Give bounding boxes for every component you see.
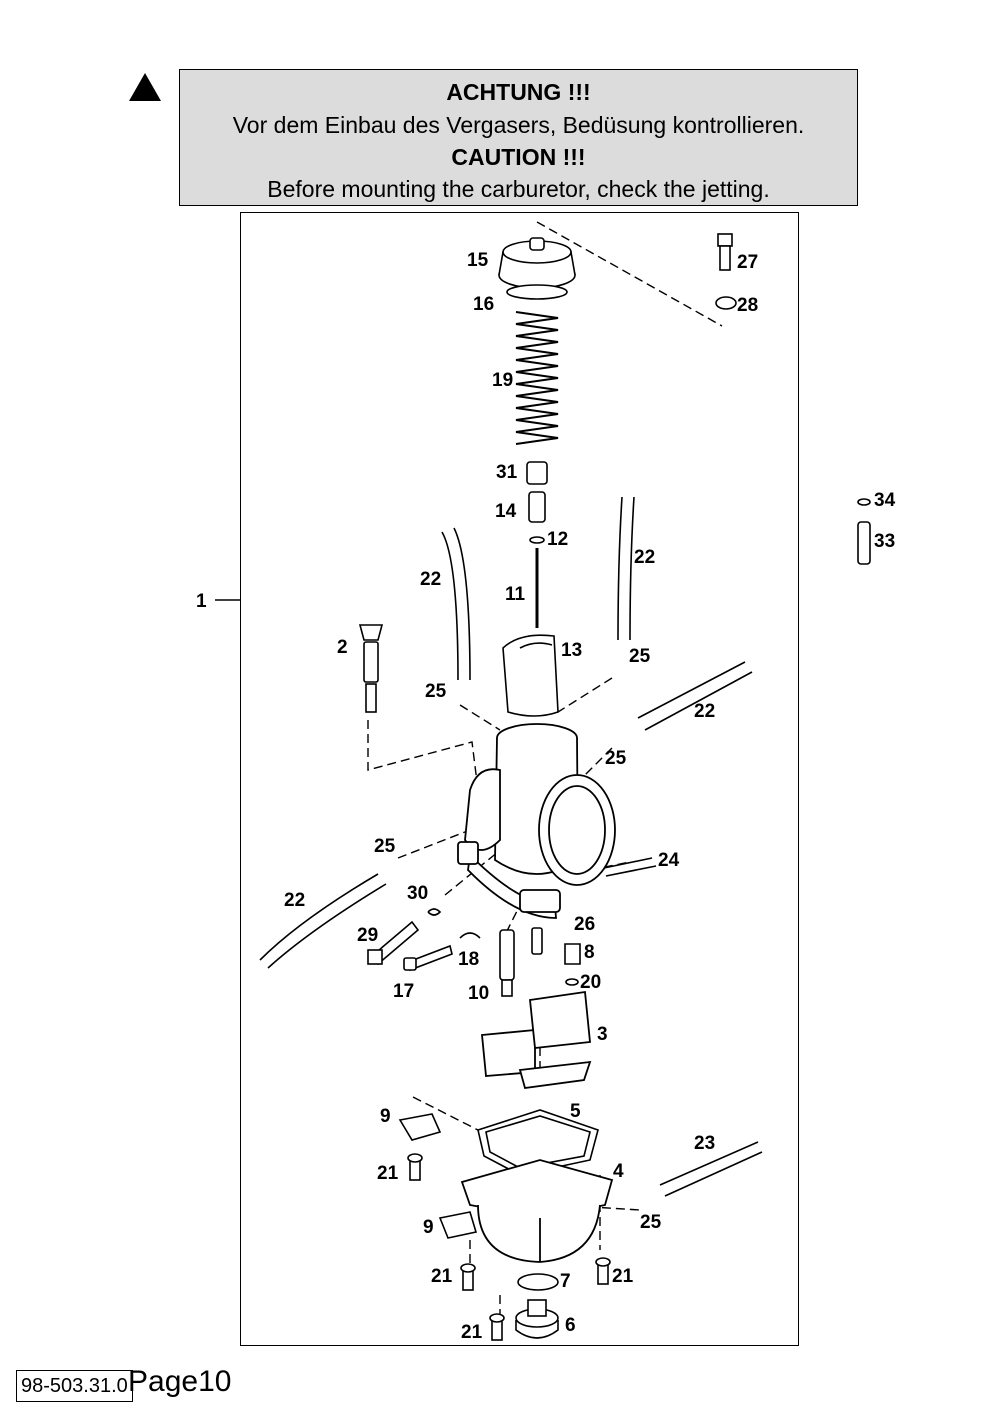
float-bowl: [460, 1159, 614, 1263]
callout-1: 1: [196, 591, 207, 612]
warning-text-en: Before mounting the carburetor, check th…: [267, 176, 770, 202]
callout-21a: 21: [377, 1163, 399, 1184]
callout-10: 10: [468, 983, 489, 1004]
document-code: 98-503.31.0: [16, 1370, 133, 1402]
callout-24: 24: [658, 850, 680, 871]
jets-and-screws: [367, 908, 581, 997]
callout-25e: 25: [640, 1212, 662, 1233]
callout-12: 12: [547, 529, 568, 550]
top-screw-and-spares: [715, 233, 871, 565]
callout-27: 27: [737, 252, 758, 273]
callout-25d: 25: [374, 836, 396, 857]
float: [481, 990, 592, 1089]
idle-screw: [358, 624, 384, 713]
caution-notice-box: ACHTUNG !!! Vor dem Einbau des Vergasers…: [179, 69, 858, 206]
vent-hoses: [259, 496, 763, 1197]
callout-8: 8: [584, 942, 595, 963]
warning-heading-en: CAUTION !!!: [451, 144, 586, 170]
callout-22a: 22: [420, 569, 441, 590]
callout-21b: 21: [431, 1266, 453, 1287]
warning-triangle-icon: [129, 73, 161, 101]
callout-25b: 25: [425, 681, 447, 702]
callout-5: 5: [570, 1101, 581, 1122]
callout-16: 16: [473, 294, 494, 315]
callout-21c: 21: [612, 1266, 634, 1287]
callout-14: 14: [495, 501, 517, 522]
callout-13: 13: [561, 640, 582, 661]
diagram-frame: [240, 212, 799, 1346]
callout-23: 23: [694, 1133, 715, 1154]
callout-19: 19: [492, 370, 513, 391]
callout-31: 31: [496, 462, 518, 483]
callout-34: 34: [874, 490, 896, 511]
callout-33: 33: [874, 531, 895, 552]
callout-22b: 22: [634, 547, 655, 568]
page-number: Page10: [128, 1365, 232, 1398]
needle-holder-parts: [526, 461, 548, 544]
callout-11: 11: [505, 584, 526, 605]
drain-plug-and-screws: [407, 1153, 611, 1341]
callout-29: 29: [357, 925, 378, 946]
callout-22d: 22: [284, 890, 305, 911]
callout-4: 4: [613, 1161, 624, 1182]
callout-9: 9: [380, 1106, 391, 1127]
float-bowl-gasket: [398, 1109, 599, 1239]
callout-25c: 25: [605, 748, 627, 769]
throttle-slide: [502, 634, 559, 717]
callout-26: 26: [574, 914, 595, 935]
callout-21d: 21: [461, 1322, 483, 1343]
warning-text-de: Vor dem Einbau des Vergasers, Bedüsung k…: [232, 112, 805, 138]
callout-18: 18: [458, 949, 479, 970]
callout-28: 28: [737, 295, 758, 316]
callout-9b: 9: [423, 1217, 434, 1238]
callout-20: 20: [580, 972, 601, 993]
callout-3: 3: [597, 1024, 608, 1045]
callout-30: 30: [407, 883, 428, 904]
callout-22c: 22: [694, 701, 715, 722]
callout-6: 6: [565, 1315, 576, 1336]
warning-heading-de: ACHTUNG !!!: [446, 79, 591, 105]
throttle-spring: [515, 311, 559, 445]
top-cap: [498, 237, 576, 300]
callout-25a: 25: [629, 646, 651, 667]
callout-labels: 1 2 3 4 5 6 7 8 9 9 10 11 12 13 14 15 16…: [196, 250, 896, 1343]
callout-17: 17: [393, 981, 414, 1002]
callout-2: 2: [337, 637, 348, 658]
callout-7: 7: [560, 1271, 571, 1292]
carburetor-body: [457, 723, 616, 919]
callout-15: 15: [467, 250, 489, 271]
